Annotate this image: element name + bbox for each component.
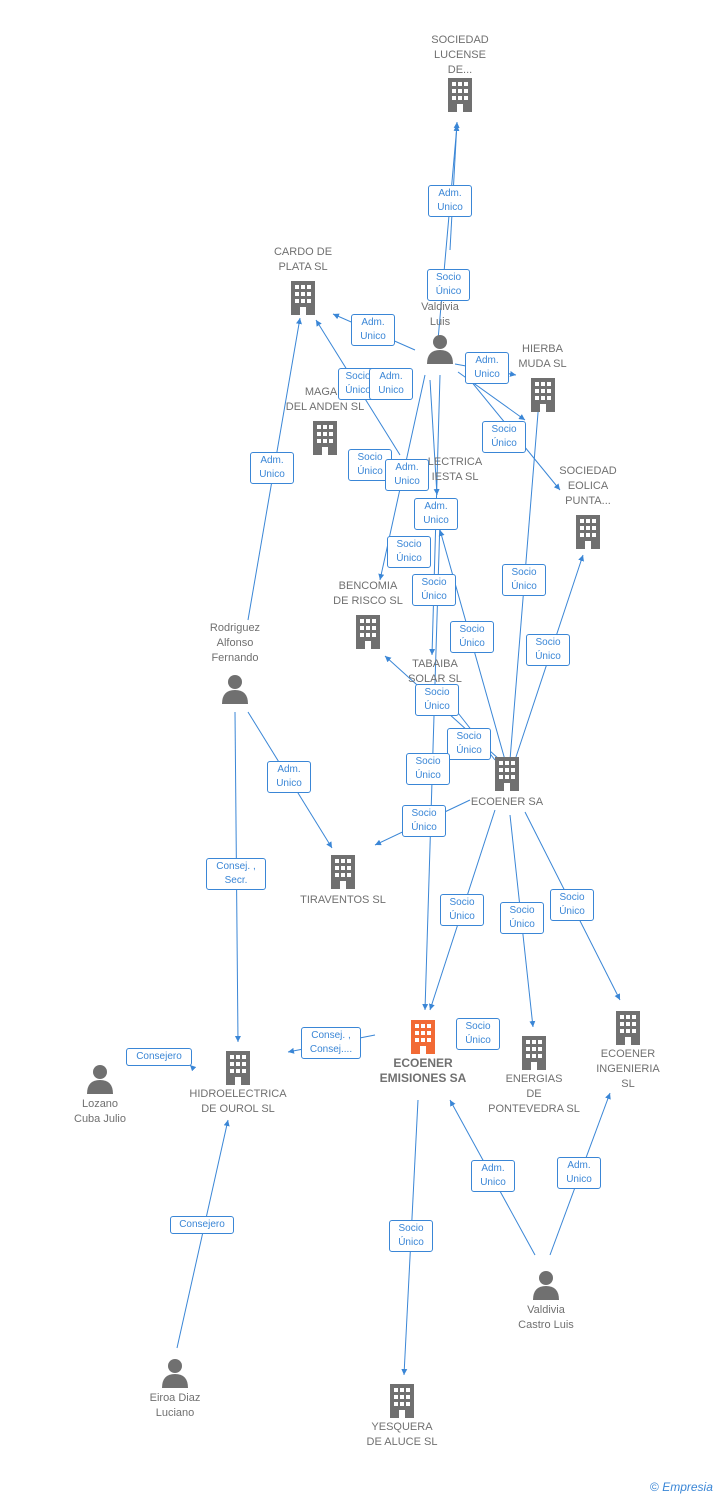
node-rodriguez[interactable]: Rodriguez Alfonso Fernando [190,621,280,704]
building-icon [530,378,555,412]
company-label: YESQUERA DE ALUCE SL [366,1421,438,1448]
relation-badge[interactable]: Socio Único [406,753,450,785]
relation-badge[interactable]: Socio Único [387,536,431,568]
relation-badge[interactable]: Adm. Unico [385,459,429,491]
copyright-symbol: © [650,1480,659,1494]
person-label: Rodriguez Alfonso Fernando [209,622,261,664]
relation-badge[interactable]: Adm. Unico [267,761,311,793]
building-icon [576,515,600,549]
relation-badge[interactable]: Adm. Unico [428,185,472,217]
building-icon [390,1384,414,1418]
node-bencomia[interactable]: BENCOMIA DE RISCO SL [318,579,418,649]
company-label: TABAIBA SOLAR SL [408,658,462,685]
node-hidroelectrica-ourol[interactable]: HIDROELECTRICA DE OUROL SL [178,1051,298,1117]
person-icon [427,335,453,364]
person-label: Eiroa Diaz Luciano [149,1392,201,1419]
footer-brand[interactable]: © Empresia [650,1480,713,1494]
building-icon [291,281,315,315]
building-icon [331,855,355,889]
relation-badge[interactable]: Adm. Unico [369,368,413,400]
company-label: ECOENER SA [470,796,544,808]
node-hierba-muda[interactable]: HIERBA MUDA SL [500,342,585,412]
company-label: SOCIEDAD LUCENSE DE... [431,34,489,76]
person-label: Lozano Cuba Julio [74,1098,126,1125]
node-tabaiba[interactable]: TABAIBA SOLAR SL [390,657,480,687]
relation-badge[interactable]: Socio Único [450,621,494,653]
node-sociedad-lucense[interactable]: SOCIEDAD LUCENSE DE... [410,33,510,112]
person-icon [533,1271,559,1300]
relation-badge[interactable]: Socio Único [348,449,392,481]
relation-badge[interactable]: Consejero [126,1048,192,1066]
company-label: BENCOMIA DE RISCO SL [333,580,403,607]
relation-badge[interactable]: Consejero [170,1216,234,1234]
relation-badge[interactable]: Socio Único [412,574,456,606]
node-lozano[interactable]: Lozano Cuba Julio [62,1064,138,1127]
building-icon [495,757,519,791]
relation-badge[interactable]: Socio Único [415,684,459,716]
person-icon [222,675,248,704]
relation-badge[interactable]: Adm. Unico [414,498,458,530]
node-ecoener-ingenieria[interactable]: ECOENER INGENIERIA SL [588,1011,668,1092]
node-cardo-de-plata[interactable]: CARDO DE PLATA SL [253,245,353,315]
person-icon [162,1359,188,1388]
building-icon [448,78,472,112]
company-label: TIRAVENTOS SL [300,894,386,906]
relation-badge[interactable]: Adm. Unico [250,452,294,484]
node-magar-del-anden[interactable]: MAGAR DEL ANDEN SL [275,385,375,455]
relation-badge[interactable]: Socio Único [456,1018,500,1050]
relation-badge[interactable]: Socio Único [502,564,546,596]
relation-badge[interactable]: Socio Único [447,728,491,760]
building-icon [313,421,337,455]
node-valdivia-castro[interactable]: Valdivia Castro Luis [506,1270,586,1333]
node-ecoener-emisiones[interactable]: ECOENER EMISIONES SA [368,1020,478,1086]
node-valdivia-luis-top[interactable]: C Valdivia Luis [405,285,475,364]
building-icon [522,1036,546,1070]
relation-badge[interactable]: Adm. Unico [465,352,509,384]
node-yesquera[interactable]: YESQUERA DE ALUCE SL [352,1384,452,1450]
node-energias-pontevedra[interactable]: ENERGIAS DE PONTEVEDRA SL [482,1036,586,1117]
relation-badge[interactable]: Socio Único [550,889,594,921]
node-ecoener-sa[interactable]: ECOENER SA [462,757,552,810]
relation-badge[interactable]: Socio Único [526,634,570,666]
company-label: SOCIEDAD EOLICA PUNTA... [559,465,617,507]
company-label: ENERGIAS DE PONTEVEDRA SL [488,1073,580,1115]
company-label: HIDROELECTRICA DE OUROL SL [189,1088,287,1115]
relation-badge[interactable]: Socio Único [440,894,484,926]
company-label: LECTRICA IESTA SL [427,456,483,483]
relation-badge[interactable]: Adm. Unico [351,314,395,346]
brand-name: Empresia [662,1480,713,1494]
relation-badge[interactable]: Adm. Unico [471,1160,515,1192]
node-tiraventos[interactable]: TIRAVENTOS SL [293,855,393,908]
relation-badge[interactable]: Socio Único [500,902,544,934]
relation-badge[interactable]: Socio Único [482,421,526,453]
building-icon [356,615,380,649]
relation-badge[interactable]: Socio Único [389,1220,433,1252]
company-label: MAGAR DEL ANDEN SL [285,386,365,413]
building-icon [616,1011,640,1045]
relation-badge[interactable]: Adm. Unico [557,1157,601,1189]
node-eiroa[interactable]: Eiroa Diaz Luciano [135,1358,215,1421]
node-electrica-iesta[interactable]: LECTRICA IESTA SL [415,455,495,485]
company-label: ECOENER INGENIERIA SL [596,1048,660,1090]
relation-badge[interactable]: Socio Único [427,269,470,301]
company-label: HIERBA MUDA SL [518,343,567,370]
building-icon [226,1051,250,1085]
relation-badge[interactable]: Consej. , Consej.... [301,1027,361,1059]
building-icon [411,1020,435,1054]
relation-badge[interactable]: Consej. , Secr. [206,858,266,890]
relation-badge[interactable]: Socio Único [402,805,446,837]
node-sociedad-eolica[interactable]: SOCIEDAD EOLICA PUNTA... [543,464,633,549]
person-icon [87,1065,113,1094]
company-label: CARDO DE PLATA SL [273,246,333,273]
company-label: ECOENER EMISIONES SA [379,1056,467,1085]
person-label: Valdivia Castro Luis [518,1304,574,1331]
